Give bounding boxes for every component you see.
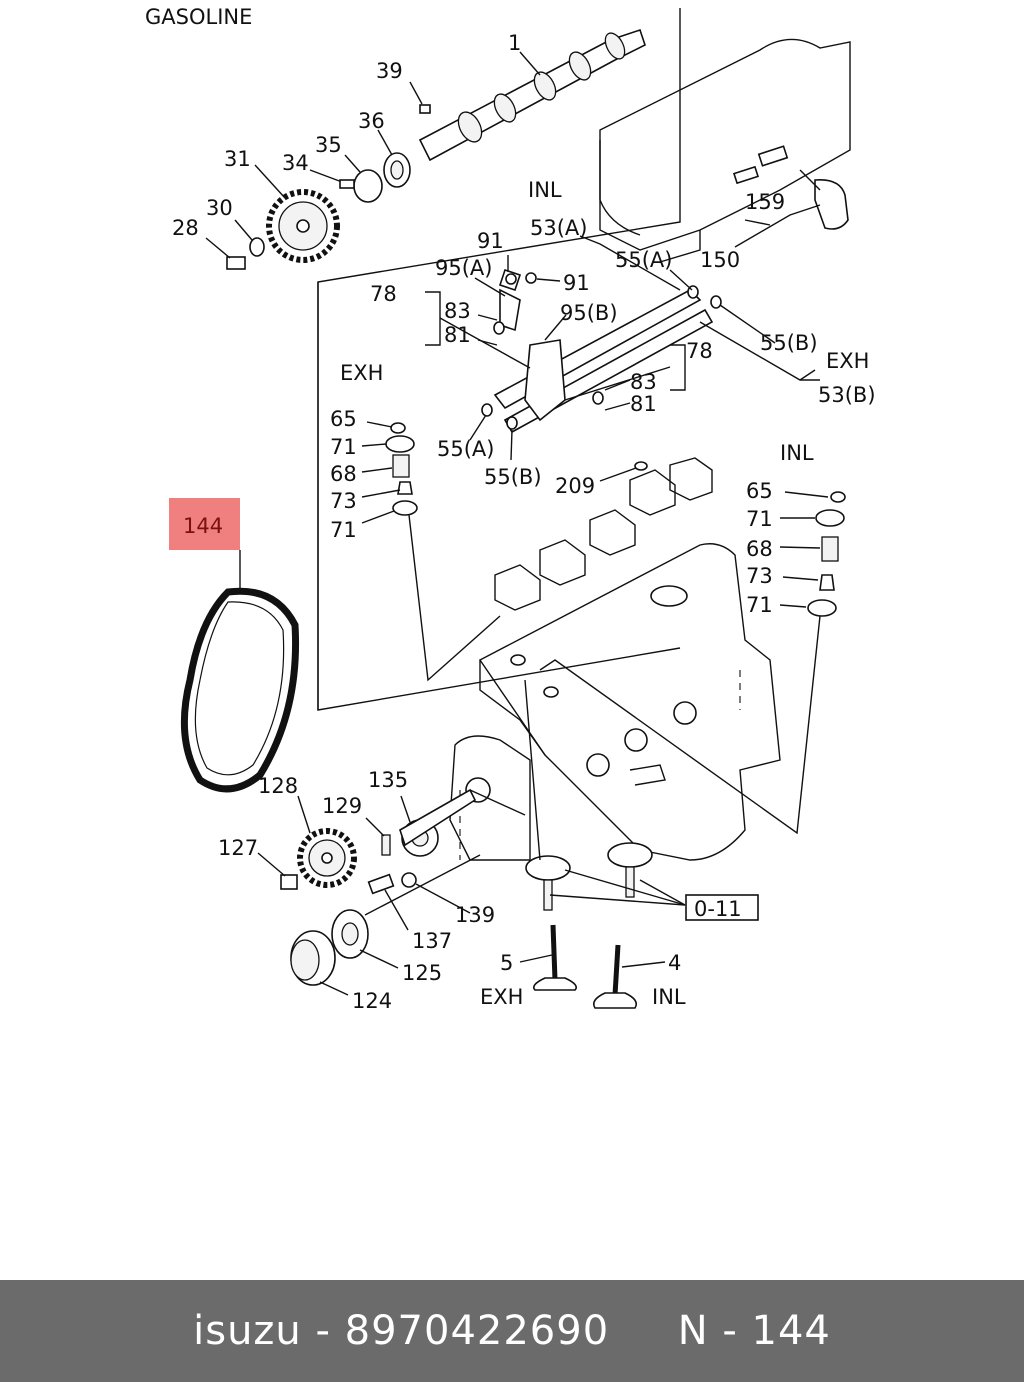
timing-gear-128 [297,828,357,888]
callout-39[interactable]: 39 [376,59,403,83]
rocker-shaft-assembly [493,268,714,434]
parts-diagram: GASOLINE [145,5,876,1013]
lifter-inl [607,842,653,898]
callout-71-right-1[interactable]: 71 [746,507,773,531]
callout-159[interactable]: 159 [745,190,785,214]
callout-35[interactable]: 35 [315,133,342,157]
spring-129 [381,834,391,856]
callout-31[interactable]: 31 [224,147,251,171]
callout-1[interactable]: 1 [508,31,521,55]
callout-83-a[interactable]: 83 [444,299,471,323]
pin-34 [339,179,355,189]
callout-127[interactable]: 127 [218,836,258,860]
callout-0-11[interactable]: 0-11 [694,897,742,921]
callout-91-a[interactable]: 91 [477,229,504,253]
sensor-assembly [799,169,849,230]
callout-71-left-2[interactable]: 71 [330,518,357,542]
label-inl-top: INL [528,178,562,202]
washer-30 [249,237,265,257]
callout-83-b[interactable]: 83 [630,370,657,394]
label-exh-left: EXH [340,361,383,385]
callout-78-b[interactable]: 78 [686,339,713,363]
callout-135[interactable]: 135 [368,768,408,792]
callout-71-left-1[interactable]: 71 [330,435,357,459]
footer-ref: N - 144 [677,1308,831,1354]
cylinder-head-top [599,38,851,263]
callout-137[interactable]: 137 [412,929,452,953]
callout-53b[interactable]: 53(B) [818,383,876,407]
callout-81-a[interactable]: 81 [444,323,471,347]
callout-144[interactable]: 144 [183,514,223,538]
callout-78-a[interactable]: 78 [370,282,397,306]
callout-95b[interactable]: 95(B) [560,301,618,325]
footer-bar: isuzu - 8970422690 N - 144 [0,1280,1024,1382]
callout-55a-bot[interactable]: 55(A) [437,437,494,461]
callout-139[interactable]: 139 [455,903,495,927]
callout-36[interactable]: 36 [358,109,385,133]
callout-28[interactable]: 28 [172,216,199,240]
callout-5[interactable]: 5 [500,951,513,975]
callout-91-b[interactable]: 91 [563,271,590,295]
timing-belt-144 [180,587,300,793]
callout-129[interactable]: 129 [322,794,362,818]
callout-65-right[interactable]: 65 [746,479,773,503]
nut-127 [280,874,298,890]
pulley-124 [290,930,336,986]
lifter-exh [525,855,571,911]
valve-spring-group-inl [807,491,846,617]
callout-68-right[interactable]: 68 [746,537,773,561]
label-inl-valve: INL [652,985,686,1009]
callout-124[interactable]: 124 [352,989,392,1013]
camshaft-gear-31 [266,189,340,263]
valve-exh-5 [532,924,578,991]
callout-55b-bot[interactable]: 55(B) [484,465,542,489]
callout-209[interactable]: 209 [555,474,595,498]
callout-81-b[interactable]: 81 [630,392,657,416]
washer-139 [401,872,417,888]
callout-55a-top[interactable]: 55(A) [615,248,672,272]
callout-34[interactable]: 34 [282,151,309,175]
callout-128[interactable]: 128 [258,774,298,798]
callout-55b-right[interactable]: 55(B) [760,331,818,355]
cylinder-head [449,543,781,861]
callout-4[interactable]: 4 [668,951,681,975]
footer-part-code: 8970422690 [344,1308,610,1354]
highlight-box-144 [169,498,240,550]
valve-spring-group-exh [385,422,418,516]
valve-inl-4 [592,944,638,1009]
callout-73-left[interactable]: 73 [330,489,357,513]
footer-gap [609,1308,678,1354]
footer-sep: - [301,1308,345,1354]
callout-65-left[interactable]: 65 [330,407,357,431]
hub-35 [353,169,383,203]
ref-box-0-11 [685,894,759,921]
tensioner-135 [399,788,477,857]
engine-type-label: GASOLINE [145,5,252,29]
label-inl-right: INL [780,441,814,465]
bolt-28 [226,256,246,270]
callout-125[interactable]: 125 [402,961,442,985]
camshaft [418,28,646,162]
pulley-125 [331,909,369,959]
callout-68-left[interactable]: 68 [330,462,357,486]
key-39 [419,104,431,114]
callout-150[interactable]: 150 [700,248,740,272]
label-exh-valve: EXH [480,985,523,1009]
callout-73-right[interactable]: 73 [746,564,773,588]
bolt-137 [367,873,395,895]
callout-71-right-2[interactable]: 71 [746,593,773,617]
callout-95a[interactable]: 95(A) [435,256,492,280]
callout-30[interactable]: 30 [206,196,233,220]
footer-brand: isuzu [193,1308,302,1354]
cam-caps [494,457,713,611]
callout-53a[interactable]: 53(A) [530,216,587,240]
label-exh-right: EXH [826,349,869,373]
